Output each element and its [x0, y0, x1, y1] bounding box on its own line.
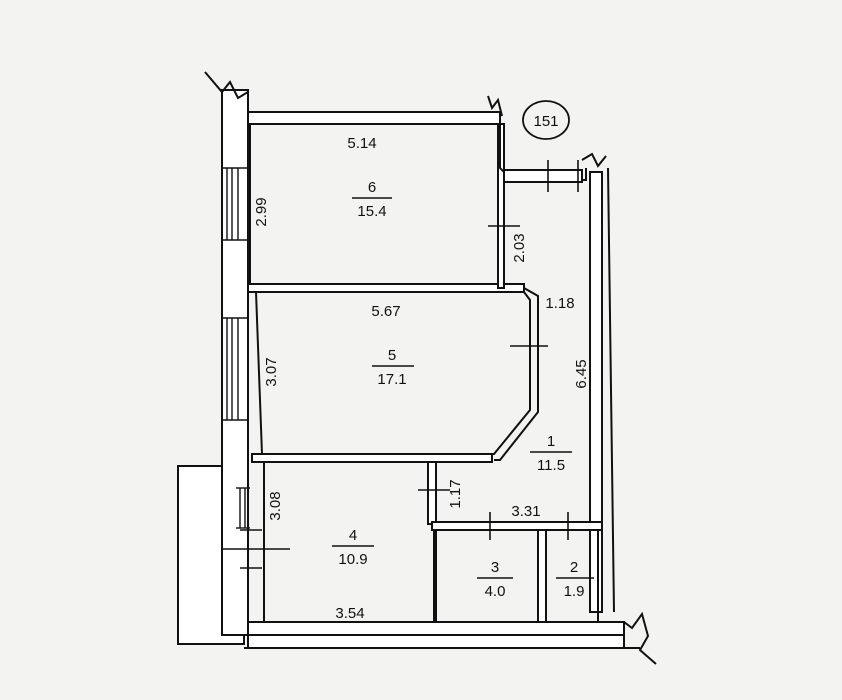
- dim-room5-depth: 3.07: [263, 357, 280, 386]
- wall-3-2: [537, 529, 547, 623]
- window-room6: [222, 167, 248, 241]
- wall-6-5: [247, 283, 525, 293]
- dim-room6-width: 5.14: [347, 135, 376, 152]
- break-mark-right: [581, 152, 607, 168]
- dim-room4-depth: 3.08: [267, 491, 284, 520]
- exterior-wall-left: [221, 89, 249, 636]
- dim-hall-lower-depth: 1.17: [447, 479, 464, 508]
- plan-number: 151: [533, 113, 558, 130]
- dim-hall-lower-width: 3.31: [511, 503, 540, 520]
- wall-4-hall: [427, 461, 437, 525]
- break-mark-top: [487, 95, 503, 117]
- wall-hall-right: [589, 171, 603, 613]
- room-6-area: 15.4: [357, 203, 386, 220]
- wall-5-hall: [494, 287, 539, 461]
- room-4-area: 10.9: [338, 551, 367, 568]
- wall-hall-top: [503, 169, 583, 183]
- dim-hall-upper-depth: 2.03: [511, 233, 528, 262]
- room-1-number: 1: [547, 433, 555, 450]
- room-3: [435, 529, 541, 623]
- room-5: [254, 291, 531, 455]
- room-6-number: 6: [368, 179, 376, 196]
- break-mark-top-left: [204, 71, 249, 100]
- dim-room5-width: 5.67: [371, 303, 400, 320]
- room-4-number: 4: [349, 527, 357, 544]
- wall-top: [247, 111, 501, 125]
- room-1-area: 11.5: [537, 457, 565, 474]
- wall-small-rooms-top: [431, 521, 603, 531]
- room-5-area: 17.1: [377, 371, 406, 388]
- window-room5: [222, 317, 248, 421]
- room-3-area: 4.0: [485, 583, 506, 600]
- dim-room6-depth: 2.99: [253, 197, 270, 226]
- room-2-area: 1.9: [564, 583, 585, 600]
- break-mark-bottom-right: [623, 611, 657, 665]
- window-room4: [236, 487, 262, 569]
- room-3-number: 3: [491, 559, 499, 576]
- dim-room4-width: 3.54: [335, 605, 364, 622]
- room-5-number: 5: [388, 347, 396, 364]
- dim-hall-upper-width: 1.18: [545, 295, 574, 312]
- room-2-number: 2: [570, 559, 578, 576]
- plan-number-circle: [522, 100, 570, 140]
- dim-hall-length: 6.45: [573, 359, 590, 388]
- wall-5-4: [251, 453, 493, 463]
